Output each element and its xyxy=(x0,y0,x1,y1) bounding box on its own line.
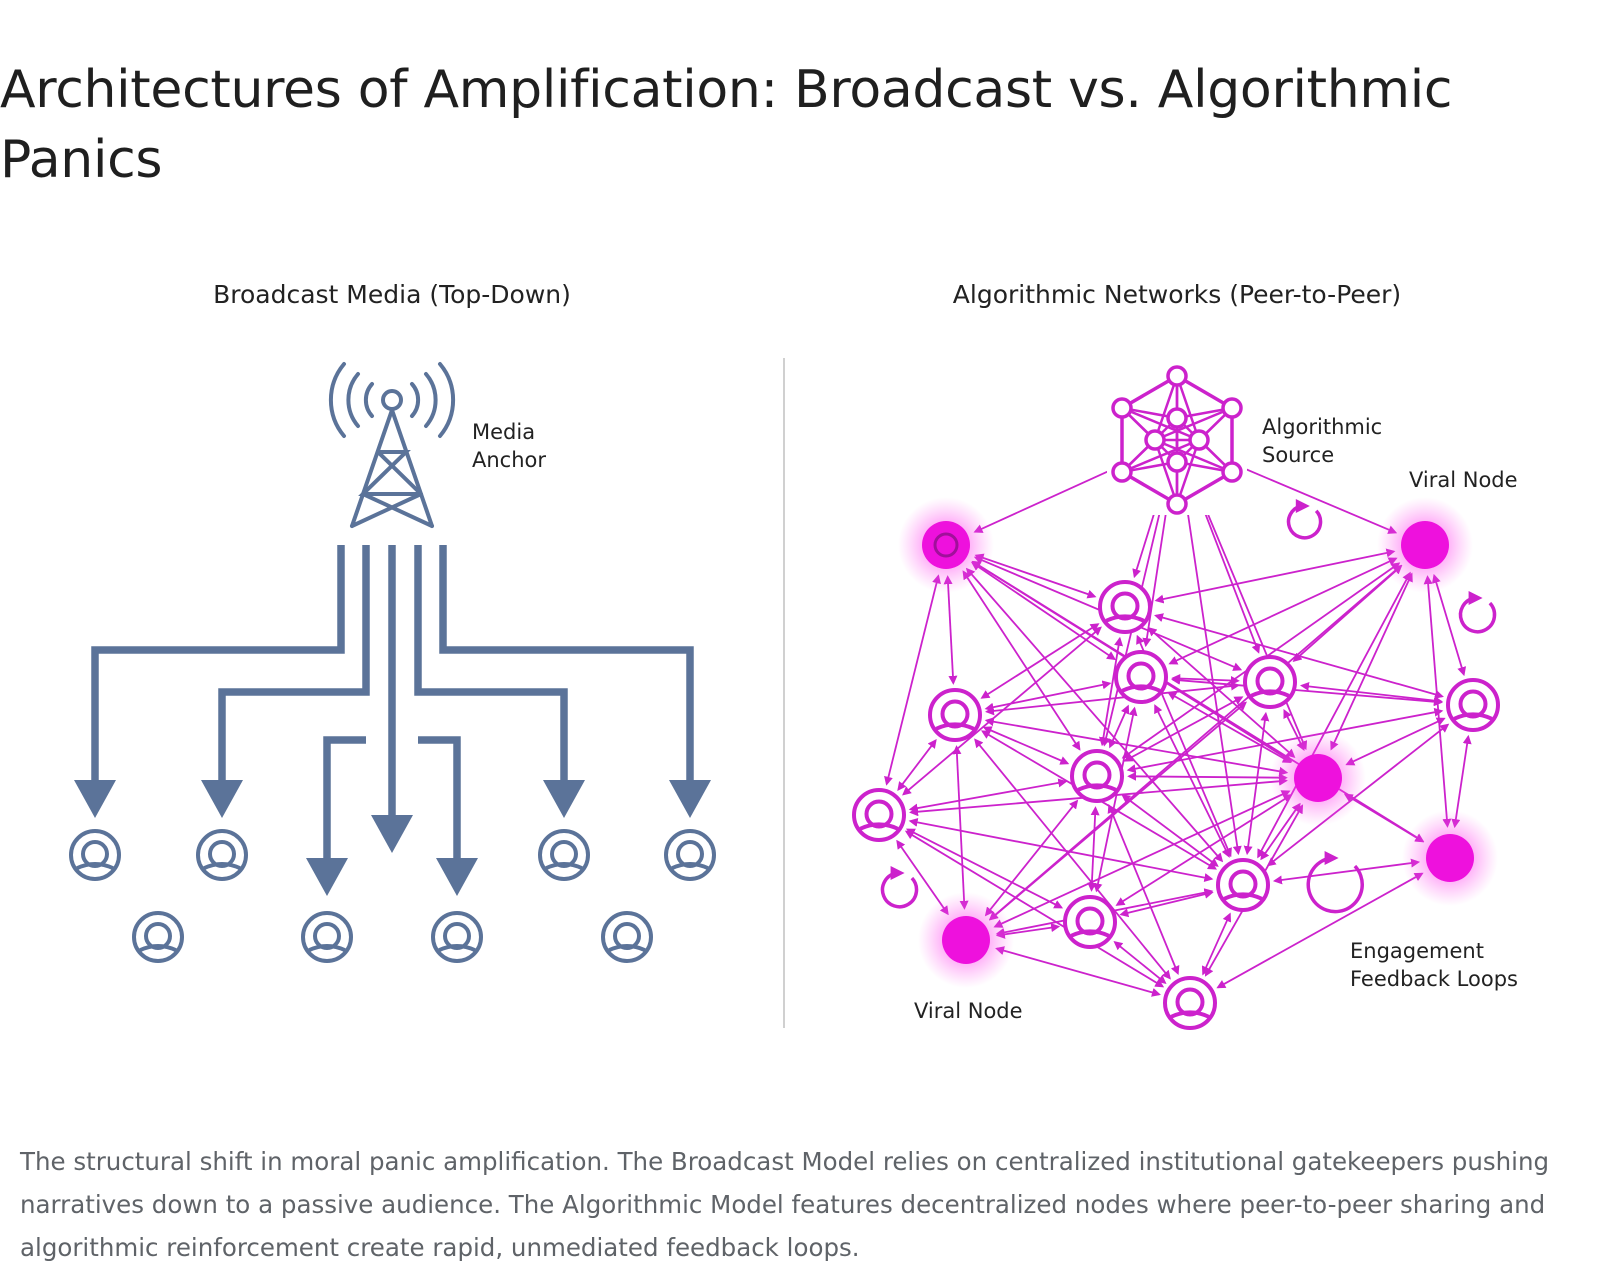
engagement-loops xyxy=(880,499,1497,914)
peer-edge xyxy=(1182,496,1242,856)
peer-edge xyxy=(1272,858,1421,885)
peer-edge xyxy=(995,946,1161,997)
algorithmic-source-label: Algorithmic Source xyxy=(1262,415,1389,467)
person-node-icon xyxy=(1098,580,1152,634)
broadcast-tower-icon xyxy=(328,362,456,528)
person-node-icon xyxy=(664,829,716,881)
peer-edge xyxy=(952,745,969,910)
peer-edge xyxy=(1201,912,1232,976)
person-node-icon xyxy=(1063,895,1117,949)
peer-edge xyxy=(897,739,937,791)
person-node-icon xyxy=(1070,749,1124,803)
peer-edge xyxy=(1216,872,1424,989)
person-node-icon xyxy=(928,688,982,742)
circular-arrow-icon xyxy=(1306,851,1364,914)
amplification-diagram: Broadcast Media (Top-Down) Algorithmic N… xyxy=(69,280,1518,1030)
engagement-loops-label: Engagement Feedback Loops xyxy=(1350,939,1518,991)
viral-node xyxy=(1270,730,1366,826)
peer-edge xyxy=(1300,681,1443,706)
algorithmic-heading: Algorithmic Networks (Peer-to-Peer) xyxy=(953,280,1401,309)
person-node-icon xyxy=(1243,655,1297,709)
peer-edge xyxy=(884,574,941,786)
peer-edge xyxy=(1330,572,1413,751)
algorithmic-panel: Algorithmic Source Viral Node Viral Node… xyxy=(852,365,1518,1030)
peer-edge xyxy=(1229,461,1398,534)
person-node-icon xyxy=(196,829,248,881)
person-node-icon xyxy=(1216,858,1270,912)
neural-network-icon xyxy=(1107,365,1247,515)
broadcast-arrowheads xyxy=(74,780,711,896)
viral-node xyxy=(1402,810,1498,906)
media-anchor-label: Media Anchor xyxy=(472,420,546,472)
viral-node xyxy=(1377,497,1473,593)
peer-edge xyxy=(1119,889,1214,918)
peer-edge xyxy=(1198,492,1308,751)
circular-arrow-icon xyxy=(1286,499,1323,540)
circular-arrow-icon xyxy=(880,866,919,909)
person-node-icon xyxy=(538,829,590,881)
viral-node xyxy=(898,497,994,593)
viral-node xyxy=(918,892,1014,988)
viral-node-label-top: Viral Node xyxy=(1409,468,1518,492)
peer-edge xyxy=(1087,806,1100,892)
peer-edge xyxy=(1154,613,1444,699)
person-node-icon xyxy=(1163,976,1217,1030)
peer-edge xyxy=(1127,771,1288,783)
peer-nodes xyxy=(852,497,1500,1030)
person-node-icon xyxy=(301,911,353,963)
peer-edge xyxy=(1107,803,1180,976)
peer-edge xyxy=(1171,675,1443,707)
peer-edge xyxy=(973,463,1125,533)
person-node-icon xyxy=(852,788,906,842)
person-node-icon xyxy=(69,829,121,881)
viral-node-label-bottom: Viral Node xyxy=(914,999,1023,1023)
broadcast-panel: Media Anchor xyxy=(69,362,716,963)
peer-edge xyxy=(980,623,1100,699)
circular-arrow-icon xyxy=(1458,591,1497,634)
peer-edge xyxy=(1154,704,1230,858)
person-node-icon xyxy=(431,911,483,963)
broadcast-audience xyxy=(69,829,716,963)
page-title: Architectures of Amplification: Broadcas… xyxy=(0,60,1453,190)
person-node-icon xyxy=(601,911,653,963)
person-node-icon xyxy=(132,911,184,963)
broadcast-arrows xyxy=(91,545,694,862)
person-node-icon xyxy=(1446,678,1500,732)
peer-edge xyxy=(1196,493,1261,654)
peer-edge xyxy=(1113,941,1167,984)
peer-edge xyxy=(971,561,1116,661)
peer-edge xyxy=(908,817,1214,883)
broadcast-heading: Broadcast Media (Top-Down) xyxy=(213,280,571,309)
figure-caption: The structural shift in moral panic ampl… xyxy=(20,1147,1550,1262)
person-node-icon xyxy=(1114,650,1168,704)
